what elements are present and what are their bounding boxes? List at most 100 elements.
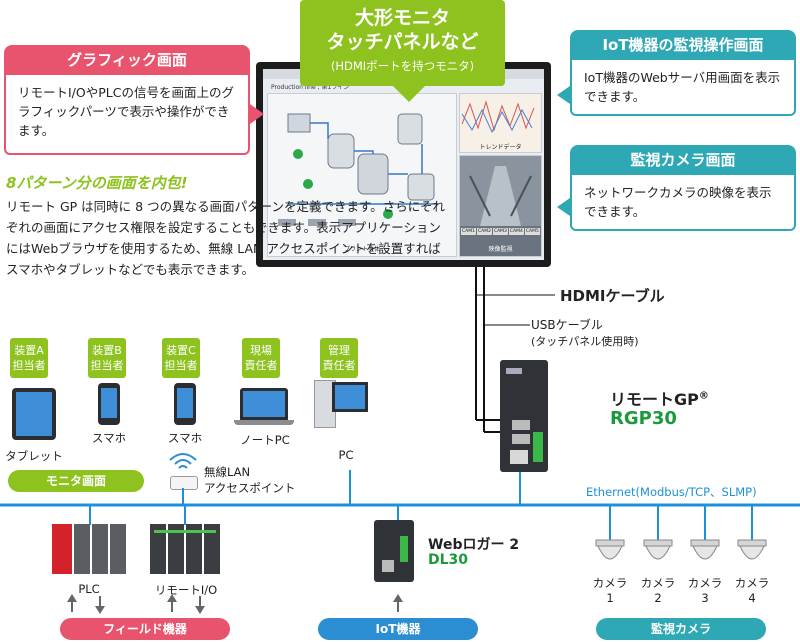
- monitor-callout-sub: (HDMIポートを持つモニタ): [330, 59, 475, 73]
- tab-cam[interactable]: 映像監視: [488, 246, 513, 253]
- tab-plant[interactable]: プラント全体: [343, 246, 380, 253]
- breadcrumb: Production line ; 第1ライン: [271, 84, 350, 91]
- hdmi-cable-label: HDMIケーブル: [560, 287, 665, 305]
- iot-panel-title: IoT機器の監視操作画面: [570, 30, 796, 60]
- role-line: 装置A: [14, 344, 44, 357]
- cam-tab[interactable]: CAM1: [461, 228, 476, 235]
- dome-camera-icon: [737, 539, 767, 560]
- monitor-callout-line2: タッチパネルなど: [326, 31, 479, 53]
- camera-panel-body: ネットワークカメラの映像を表示できます。: [570, 175, 796, 231]
- monitor-screen-pill: モニタ画面: [8, 470, 144, 492]
- laptop-icon: [240, 388, 288, 420]
- tablet-screen: [16, 392, 52, 436]
- plc-module: [92, 524, 108, 574]
- phone-screen: [177, 388, 193, 418]
- logger-terminal: [400, 536, 408, 562]
- laptop-label: ノートPC: [240, 433, 290, 447]
- rio-module: [150, 524, 166, 574]
- usb-cable-note: (タッチパネル使用時): [531, 335, 639, 348]
- camera-tabs: CAM1 CAM2 CAM3 CAM4 CAM5: [461, 228, 541, 235]
- rgp30-device: [500, 360, 548, 472]
- iot-devices-pill: IoT機器: [318, 618, 478, 640]
- plc-icon: [52, 524, 126, 574]
- cam-tab[interactable]: CAM2: [476, 228, 492, 235]
- monitor-callout: 大形モニタ タッチパネルなど (HDMIポートを持つモニタ): [300, 0, 505, 86]
- camera-pane[interactable]: CAM1 CAM2 CAM3 CAM4 CAM5 映像監視: [459, 155, 542, 257]
- phone-icon: [98, 383, 120, 425]
- trend-chart: [461, 100, 535, 134]
- tablet-label: タブレット: [5, 449, 63, 463]
- cameras-pill: 監視カメラ: [596, 618, 766, 640]
- graphic-panel-body: リモートI/OやPLCの信号を画面上のグラフィックパーツで表示や操作ができます。: [4, 75, 250, 155]
- camera-label-number: 4: [748, 591, 756, 605]
- iot-panel-pointer: [557, 86, 570, 104]
- rio-leds: [154, 530, 216, 533]
- rgp30-port: [512, 420, 530, 430]
- laptop-screen: [243, 391, 285, 417]
- field-devices-pill: フィールド機器: [60, 618, 230, 640]
- product-reg: ®: [698, 390, 709, 402]
- web-logger-name: Webロガー 2: [428, 537, 520, 553]
- monitor-callout-line1: 大形モニタ: [354, 7, 450, 29]
- product-name: リモートGP®: [610, 386, 709, 410]
- cam-tab[interactable]: CAM3: [492, 228, 508, 235]
- logger-port: [382, 560, 394, 572]
- plant-diagram: [278, 113, 438, 226]
- role-line: 責任者: [322, 359, 356, 372]
- camera-feed: [460, 156, 541, 226]
- rio-module: [186, 524, 202, 574]
- remote-io-icon: [150, 524, 222, 574]
- web-logger-model: DL30: [428, 552, 469, 568]
- camera-label-line: カメラ: [734, 576, 770, 590]
- cam-tab[interactable]: CAM5: [524, 228, 540, 235]
- tablet-icon: [12, 388, 56, 440]
- web-logger-icon: [374, 520, 414, 582]
- camera-label-line: カメラ: [592, 576, 628, 590]
- feature-body: リモート GP は同時に 8 つの異なる画面パターンを定義できます。さらにそれぞ…: [6, 199, 445, 277]
- rio-module: [168, 524, 184, 574]
- camera-label-number: 2: [654, 591, 662, 605]
- wlan-line1: 無線LAN: [204, 465, 251, 479]
- trend-pane[interactable]: トレンドデータ: [459, 93, 542, 153]
- monitor-screen: Production line ; 第1ライン プラ: [263, 69, 544, 260]
- usb-cable-label: USBケーブル: [531, 318, 603, 332]
- camera-label-line: カメラ: [687, 576, 723, 590]
- plc-module: [52, 524, 72, 574]
- dome-camera-icon: [690, 539, 720, 560]
- pc-screen: [335, 385, 365, 409]
- role-badge: 管理責任者: [320, 338, 358, 378]
- feature-heading: 8パターン分の画面を内包!: [6, 174, 188, 192]
- plc-label: PLC: [78, 582, 100, 596]
- rgp30-terminal: [533, 432, 543, 462]
- product-model: RGP30: [610, 408, 677, 429]
- camera-label-number: 1: [606, 591, 614, 605]
- camera-label-number: 3: [701, 591, 709, 605]
- phone-label: スマホ: [167, 431, 203, 445]
- dome-camera-icon: [643, 539, 673, 560]
- ethernet-label: Ethernet(Modbus/TCP、SLMP): [586, 485, 757, 499]
- plant-pane[interactable]: プラント全体: [267, 93, 457, 257]
- laptop-base: [234, 420, 294, 425]
- graphic-panel-title: グラフィック画面: [4, 45, 250, 75]
- cam-tab[interactable]: CAM4: [508, 228, 524, 235]
- iot-panel-body: IoT機器のWebサーバ用画面を表示できます。: [570, 60, 796, 116]
- wlan-line2: アクセスポイント: [204, 481, 296, 495]
- pc-monitor: [332, 382, 368, 412]
- rio-module: [204, 524, 220, 574]
- role-line: 管理: [328, 344, 350, 357]
- role-line: 責任者: [244, 359, 278, 372]
- role-line: 担当者: [164, 359, 198, 372]
- tab-trend[interactable]: トレンドデータ: [479, 144, 522, 151]
- role-line: 現場: [250, 344, 272, 357]
